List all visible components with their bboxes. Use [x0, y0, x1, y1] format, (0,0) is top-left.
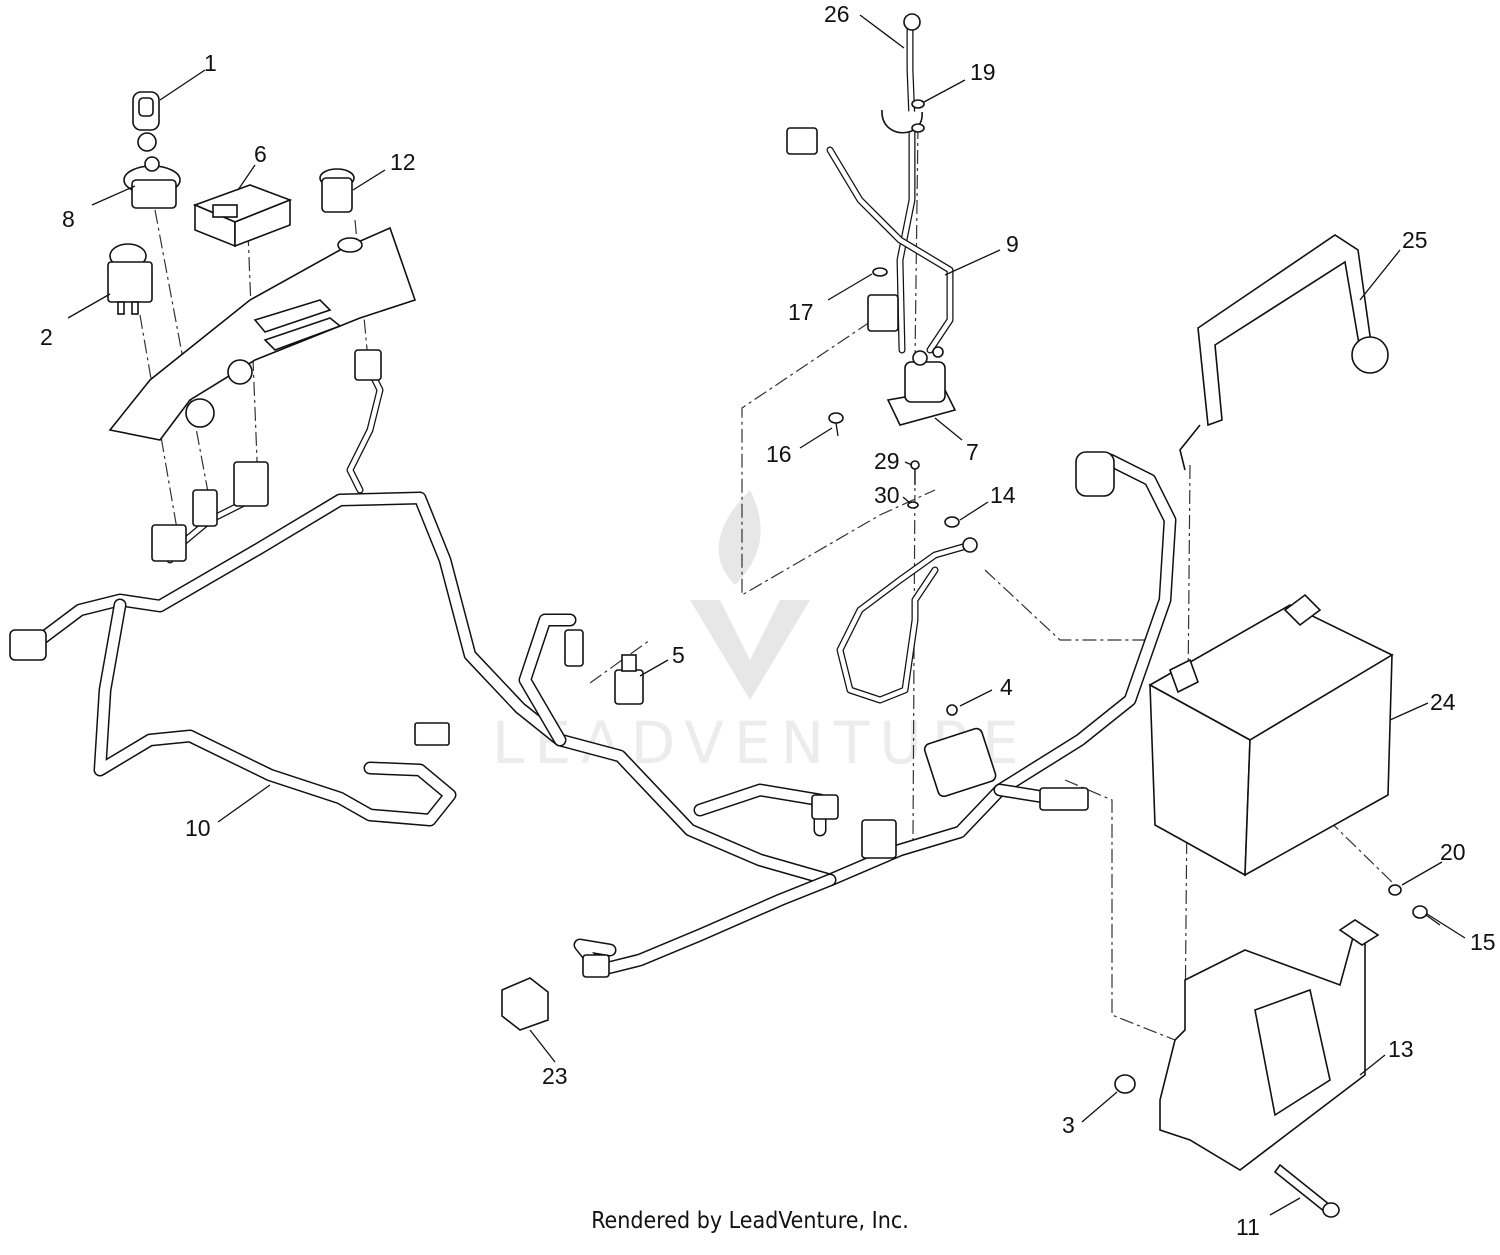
callout-24: 24	[1430, 689, 1456, 715]
terminal-boot	[1075, 451, 1115, 497]
seat-switch-23	[501, 977, 549, 1031]
callout-16: 16	[766, 441, 792, 467]
starter-solenoid-7	[886, 346, 957, 426]
ignition-switch	[123, 156, 181, 209]
callout-15: 15	[1470, 929, 1496, 955]
callout-14: 14	[990, 482, 1016, 508]
callout-1: 1	[204, 50, 217, 76]
nut-3	[1114, 1074, 1136, 1094]
harness-connectors	[9, 349, 1089, 978]
bolt-11	[1273, 1163, 1340, 1218]
bolt-16	[828, 412, 844, 437]
callout-11: 11	[1236, 1214, 1260, 1240]
connector-17	[867, 267, 899, 332]
battery-strap-25	[1179, 234, 1389, 471]
pto-switch	[107, 243, 153, 315]
callout-30: 30	[874, 482, 900, 508]
ignition-key	[132, 91, 160, 152]
fuse-holder-4	[923, 704, 997, 798]
callout-5: 5	[672, 642, 685, 668]
callout-10: 10	[185, 815, 211, 841]
callout-7: 7	[966, 439, 979, 465]
footer-credit: Rendered by LeadVenture, Inc.	[591, 1208, 909, 1234]
callout-23: 23	[542, 1063, 568, 1089]
relay-connector-5	[614, 654, 644, 705]
callout-17: 17	[788, 299, 814, 325]
nut-19	[911, 99, 925, 133]
power-outlet	[319, 168, 355, 213]
callout-4: 4	[1000, 674, 1013, 700]
washer-30	[907, 501, 919, 509]
callout-2: 2	[40, 324, 53, 350]
callout-8: 8	[62, 206, 75, 232]
watermark-flame-logo	[690, 490, 810, 700]
callout-3: 3	[1062, 1112, 1075, 1138]
battery-24	[1148, 593, 1394, 877]
washer-14	[944, 516, 960, 528]
main-wiring-harness	[33, 453, 1177, 977]
callout-6: 6	[254, 141, 267, 167]
screw-29	[910, 460, 920, 485]
callout-29: 29	[874, 448, 900, 474]
callout-20: 20	[1440, 839, 1466, 865]
callout-labels: 1 8 6 12 2 26 19 9 17 25 16 7 29 30 14 5…	[40, 1, 1496, 1240]
bolt-15	[1412, 905, 1441, 926]
callout-19: 19	[970, 59, 996, 85]
battery-cable-9	[786, 13, 954, 354]
callout-13: 13	[1388, 1036, 1414, 1062]
callout-12: 12	[390, 149, 416, 175]
leader-lines	[67, 14, 1466, 1216]
callout-25: 25	[1402, 227, 1428, 253]
washer-20	[1388, 884, 1402, 896]
control-panel-plate	[108, 226, 417, 441]
hour-meter	[192, 184, 293, 248]
ground-cable	[836, 537, 978, 704]
callout-9: 9	[1006, 231, 1019, 257]
battery-tray-13	[1159, 919, 1380, 1171]
callout-26: 26	[824, 1, 850, 27]
